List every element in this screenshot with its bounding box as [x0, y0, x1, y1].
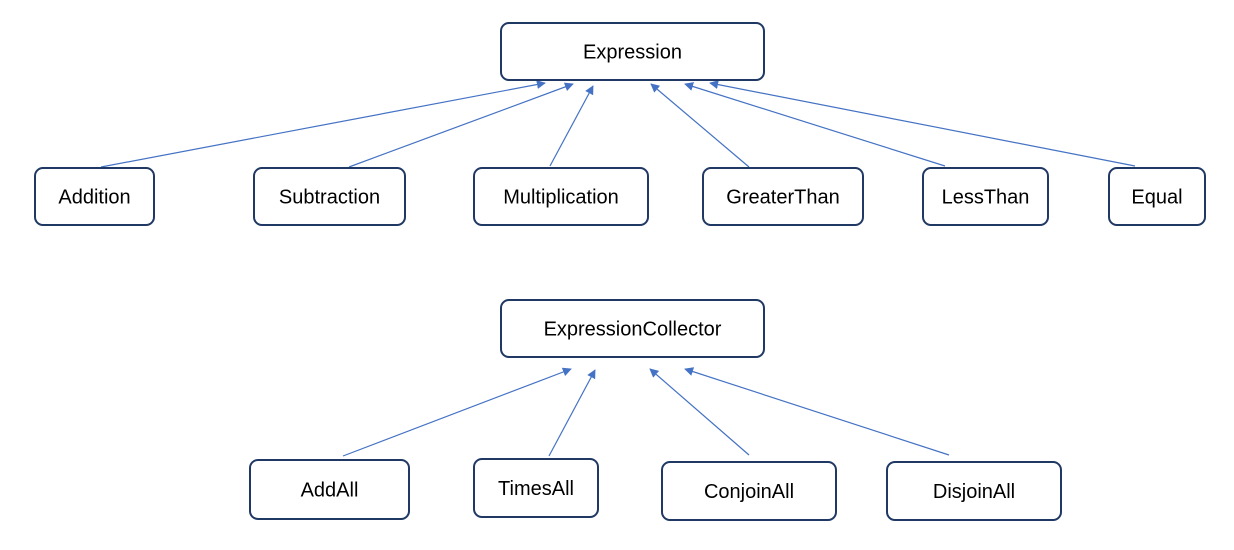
class-box-less-than: LessThan: [922, 167, 1049, 226]
class-name-label: Subtraction: [279, 187, 380, 209]
arrow-add-all-to-expression-collector: [342, 367, 572, 457]
arrow-conjoin-all-to-expression-collector: [649, 368, 750, 456]
arrow-greater-than-to-expression: [650, 83, 750, 168]
class-box-equal: Equal: [1108, 167, 1206, 226]
arrow-disjoin-all-to-expression-collector: [684, 367, 950, 456]
class-box-frame: [249, 459, 410, 520]
class-box-frame: [886, 461, 1062, 521]
class-box-expression-collector: ExpressionCollector: [500, 299, 765, 358]
class-name-label: AddAll: [301, 480, 359, 502]
class-box-expression: Expression: [500, 22, 765, 81]
class-box-frame: [1108, 167, 1206, 226]
class-box-frame: [473, 458, 599, 518]
class-box-frame: [473, 167, 649, 226]
class-box-greater-than: GreaterThan: [702, 167, 864, 226]
class-box-multiplication: Multiplication: [473, 167, 649, 226]
class-name-label: LessThan: [942, 187, 1030, 209]
class-name-label: ConjoinAll: [704, 481, 794, 503]
class-box-conjoin-all: ConjoinAll: [661, 461, 837, 521]
class-name-label: GreaterThan: [726, 187, 839, 209]
class-name-label: DisjoinAll: [933, 481, 1015, 503]
class-name-label: TimesAll: [498, 478, 574, 500]
arrow-multiplication-to-expression: [549, 85, 594, 167]
class-box-frame: [34, 167, 155, 226]
class-box-frame: [661, 461, 837, 521]
class-box-frame: [702, 167, 864, 226]
arrow-subtraction-to-expression: [348, 82, 574, 168]
arrow-addition-to-expression: [100, 80, 546, 168]
inheritance-arrows: [100, 80, 1136, 457]
class-box-disjoin-all: DisjoinAll: [886, 461, 1062, 521]
class-box-frame: [500, 299, 765, 358]
class-box-frame: [253, 167, 406, 226]
class-name-label: Expression: [583, 42, 682, 64]
class-box-times-all: TimesAll: [473, 458, 599, 518]
arrow-equal-to-expression: [709, 80, 1136, 167]
class-name-label: Addition: [58, 187, 130, 209]
class-name-label: Equal: [1131, 187, 1182, 209]
class-box-addition: Addition: [34, 167, 155, 226]
class-box-frame: [922, 167, 1049, 226]
arrow-times-all-to-expression-collector: [548, 369, 596, 457]
class-box-subtraction: Subtraction: [253, 167, 406, 226]
class-box-add-all: AddAll: [249, 459, 410, 520]
arrow-less-than-to-expression: [684, 82, 946, 167]
class-box-frame: [500, 22, 765, 81]
class-name-label: Multiplication: [503, 187, 619, 209]
class-name-label: ExpressionCollector: [544, 319, 722, 341]
